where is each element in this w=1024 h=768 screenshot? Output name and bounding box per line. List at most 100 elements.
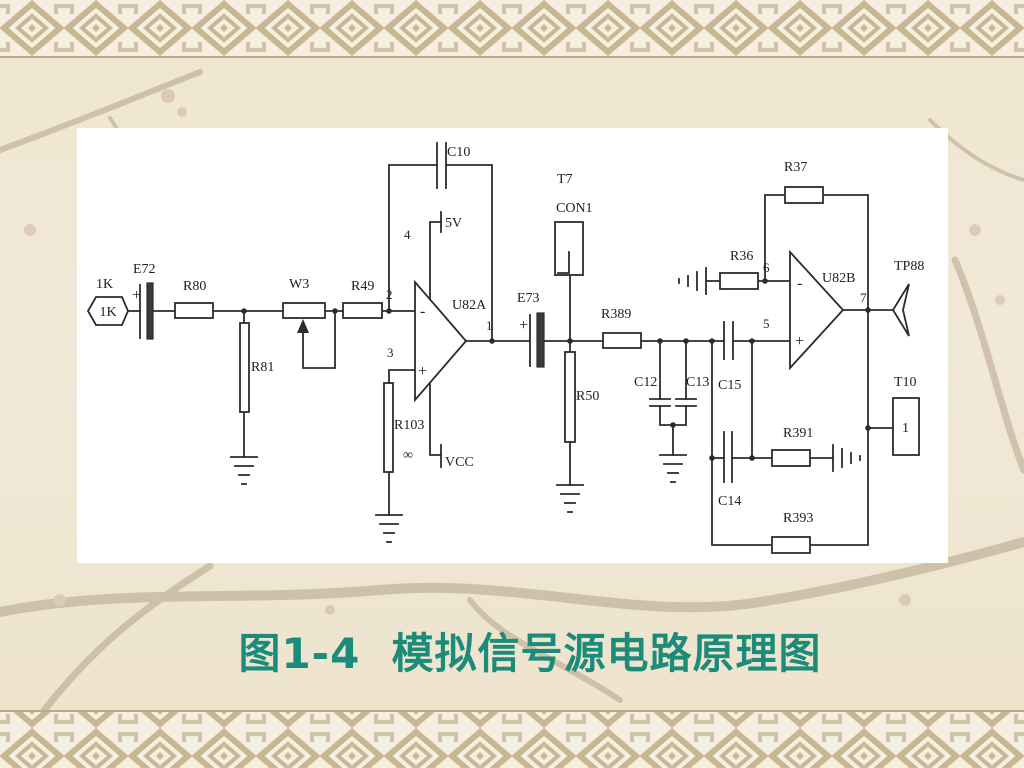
label-t7: T7	[557, 172, 573, 187]
junction-dot	[709, 455, 715, 461]
label-r80: R80	[183, 279, 206, 294]
label-c12: C12	[634, 375, 657, 390]
capacitor-e72	[139, 282, 154, 340]
wire	[429, 382, 442, 456]
resistor-r389	[602, 332, 642, 349]
ground-icon	[230, 456, 258, 485]
junction-dot	[670, 422, 676, 428]
slide-caption: 图1-4 模拟信号源电路原理图	[238, 629, 822, 678]
label-r37: R37	[784, 160, 807, 175]
capacitor-c14	[723, 431, 733, 483]
wire	[302, 310, 336, 369]
label-u82a: U82A	[452, 298, 487, 313]
label-r36: R36	[730, 249, 753, 264]
label-c10: C10	[447, 145, 470, 160]
label-r103: R103	[394, 418, 424, 433]
wire	[659, 405, 687, 426]
label-c15: C15	[718, 378, 741, 393]
label-c14: C14	[718, 494, 741, 509]
junction-dot	[489, 338, 495, 344]
junction-dot	[567, 338, 573, 344]
circuit-schematic: 1K 1K E72 + R80 W3 R49 R81 2 C10 4 5V U8…	[86, 142, 924, 554]
connector-t10	[892, 397, 920, 456]
ground-icon	[375, 514, 403, 543]
wire	[764, 194, 786, 282]
resistor-r80	[174, 302, 214, 319]
label-u82a-minus: -	[420, 303, 425, 320]
label-tp88: TP88	[894, 259, 924, 274]
plum-blossom-painting	[0, 69, 1024, 720]
ground-icon	[678, 267, 707, 295]
label-e73: E73	[517, 291, 540, 306]
resistor-r393	[771, 536, 811, 554]
label-r81: R81	[251, 360, 274, 375]
potentiometer-w3	[282, 302, 326, 333]
label-r49: R49	[351, 279, 374, 294]
label-pin-5: 5	[763, 316, 770, 331]
capacitor-c13	[675, 398, 697, 407]
component-labels: 1K 1K E72 + R80 W3 R49 R81 2 C10 4 5V U8…	[96, 145, 924, 526]
label-supply-vcc: VCC	[445, 455, 474, 470]
wire	[388, 164, 438, 312]
capacitor-e73	[529, 312, 545, 368]
wire	[445, 164, 493, 342]
wire	[429, 221, 442, 300]
label-supply-5v: 5V	[445, 216, 462, 231]
ground-icon	[659, 454, 687, 483]
connector-t7-con1	[554, 221, 584, 276]
label-pin-3: 3	[387, 345, 394, 360]
resistor-r37	[784, 186, 824, 204]
label-pin-7: 7	[860, 290, 867, 305]
label-pin-6: 6	[763, 260, 770, 275]
junction-dot	[865, 307, 871, 313]
label-pin-2: 2	[386, 287, 393, 302]
top-fret-border	[0, 0, 1024, 58]
wires	[127, 164, 894, 546]
label-e72-polarity: +	[132, 287, 141, 304]
junction-dot	[865, 425, 871, 431]
resistor-r50	[564, 351, 576, 443]
junction-dot	[386, 308, 392, 314]
label-pin-4: 4	[404, 227, 411, 242]
junction-dot	[657, 338, 663, 344]
wire	[809, 194, 869, 546]
label-con1: CON1	[556, 201, 593, 216]
junction-dot	[749, 455, 755, 461]
capacitor-c10	[436, 142, 447, 189]
label-u82b-minus: -	[797, 275, 802, 292]
wire	[711, 340, 773, 546]
label-pin-1: 1	[486, 318, 493, 333]
junction-dot	[241, 308, 247, 314]
wiper-arrow	[297, 319, 309, 333]
schematic-panel: 1K 1K E72 + R80 W3 R49 R81 2 C10 4 5V U8…	[77, 128, 948, 563]
label-u82b: U82B	[822, 271, 855, 286]
resistor-r391	[771, 449, 811, 467]
ground-icon	[556, 484, 584, 513]
resistor-r81	[239, 322, 250, 413]
label-r50: R50	[576, 389, 599, 404]
resistor-r103	[383, 382, 394, 473]
label-u82a-pin-bottom: ∞	[403, 448, 413, 463]
label-connector-1k: 1K	[96, 277, 113, 292]
label-e72: E72	[133, 262, 156, 277]
junction-dot	[332, 308, 338, 314]
label-u82a-plus: +	[418, 363, 427, 380]
label-r391: R391	[783, 426, 813, 441]
capacitor-c15	[723, 321, 734, 360]
opamp-u82b	[789, 249, 845, 371]
label-e73-polarity: +	[519, 317, 528, 334]
label-t10-pin: 1	[902, 421, 909, 436]
label-c13: C13	[686, 375, 709, 390]
opamp-u82a	[414, 279, 468, 403]
capacitor-c12	[649, 398, 671, 407]
ground-icon	[832, 444, 861, 472]
label-t10: T10	[894, 375, 917, 390]
test-point-tp88	[891, 283, 910, 337]
resistor-r49	[342, 302, 383, 319]
label-connector-1k-inner: 1K	[99, 305, 116, 320]
connector-1k	[86, 296, 129, 326]
wire	[388, 369, 416, 384]
junction-dot	[749, 338, 755, 344]
